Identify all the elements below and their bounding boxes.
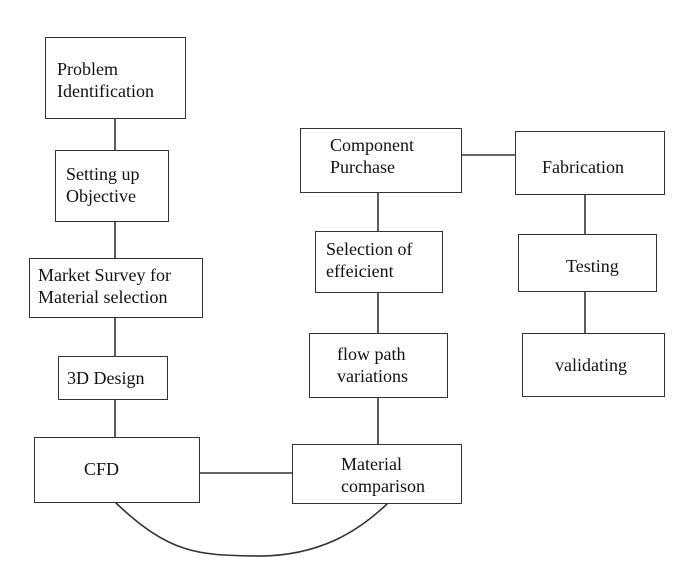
node-fabrication: Fabrication bbox=[515, 131, 665, 195]
node-label: Material comparison bbox=[341, 454, 425, 496]
node-label: Component Purchase bbox=[330, 135, 414, 177]
node-market-survey: Market Survey for Material selection bbox=[29, 258, 203, 318]
connector-curve bbox=[114, 501, 389, 557]
node-label: validating bbox=[555, 355, 627, 375]
node-label: Fabrication bbox=[542, 157, 624, 177]
node-validating: validating bbox=[522, 333, 665, 397]
node-label: flow path variations bbox=[337, 344, 408, 386]
node-label: Testing bbox=[566, 256, 619, 276]
node-selection-of-efficient: Selection of effeicient bbox=[315, 231, 443, 293]
node-3d-design: 3D Design bbox=[58, 356, 168, 400]
node-label: Market Survey for Material selection bbox=[38, 265, 171, 307]
node-label: Selection of effeicient bbox=[326, 239, 413, 281]
node-setting-up-objective: Setting up Objective bbox=[55, 150, 169, 222]
node-testing: Testing bbox=[518, 234, 657, 292]
node-label: CFD bbox=[84, 459, 120, 479]
node-component-purchase: Component Purchase bbox=[300, 128, 462, 193]
node-label: Setting up Objective bbox=[66, 164, 140, 206]
node-label: 3D Design bbox=[67, 368, 145, 388]
node-material-comparison: Material comparison bbox=[292, 444, 462, 504]
node-label: Problem Identification bbox=[57, 59, 154, 101]
node-problem-identification: Problem Identification bbox=[45, 37, 186, 119]
node-flow-path-variations: flow path variations bbox=[309, 333, 448, 398]
node-cfd: CFD bbox=[34, 437, 200, 503]
